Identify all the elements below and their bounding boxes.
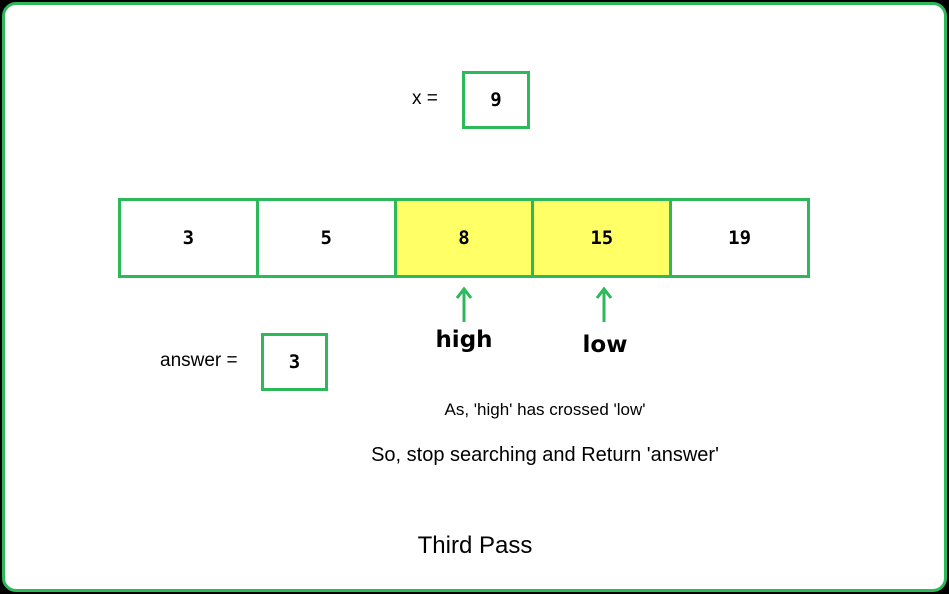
array-cell-4: 19 — [672, 201, 807, 275]
array-cell-2: 8 — [396, 201, 535, 275]
answer-label: answer = — [160, 350, 238, 371]
x-value-box: 9 — [462, 71, 530, 129]
array-cell-0: 3 — [121, 201, 259, 275]
crossed-message: As, 'high' has crossed 'low' — [444, 400, 646, 419]
answer-value-box: 3 — [261, 333, 328, 391]
high-arrow-icon — [455, 286, 473, 322]
low-arrow-icon — [595, 286, 613, 322]
low-pointer-label: low — [582, 332, 628, 358]
x-label: x = — [412, 88, 438, 109]
pass-caption: Third Pass — [417, 532, 533, 559]
high-pointer-label: high — [435, 327, 493, 353]
return-message: So, stop searching and Return 'answer' — [371, 444, 719, 466]
array-cell-3: 15 — [534, 201, 673, 275]
array-cell-1: 5 — [258, 201, 397, 275]
sorted-array: 3 5 8 15 19 — [118, 198, 810, 278]
